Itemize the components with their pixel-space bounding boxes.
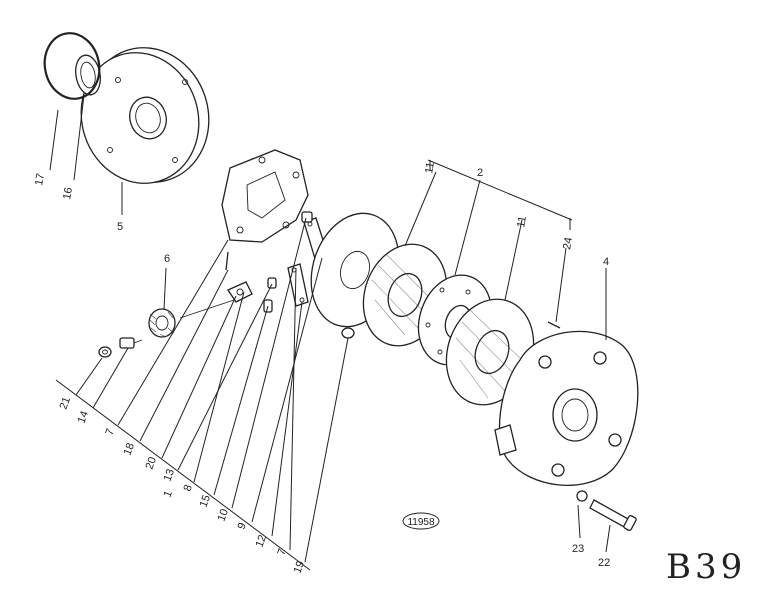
bolt-part-14 — [119, 337, 143, 349]
lever-part-8 — [227, 281, 253, 303]
callout-24: 24 — [561, 236, 575, 250]
callout-6: 6 — [164, 253, 170, 265]
o-ring-part-17 — [43, 32, 101, 100]
leader-lines — [49, 94, 611, 571]
callout-10: 10 — [216, 507, 231, 523]
callout-5: 5 — [117, 221, 123, 233]
callout-20: 20 — [144, 455, 159, 471]
flange-housing-part-5 — [80, 47, 210, 184]
callout-7b: 7 — [276, 547, 289, 557]
callout-19: 19 — [292, 559, 307, 575]
screw-part-10 — [301, 211, 313, 223]
spring-part-20 — [263, 277, 277, 313]
sheet-label: B39 — [666, 547, 746, 587]
shaft-pin — [179, 297, 241, 319]
callout-14: 14 — [76, 409, 91, 425]
nut-part-19 — [341, 327, 355, 339]
callout-4: 4 — [603, 256, 609, 268]
callout-16: 16 — [61, 186, 75, 200]
callout-17: 17 — [33, 172, 47, 186]
gear-part-6 — [148, 308, 176, 338]
callout-12: 12 — [254, 533, 269, 549]
callout-9: 9 — [236, 521, 249, 531]
link-part-12 — [287, 263, 309, 307]
callout-2: 2 — [477, 167, 483, 179]
callout-22: 22 — [598, 557, 610, 569]
callout-labels: 17 16 5 6 21 14 7 18 20 13 1 8 15 10 9 1… — [33, 161, 610, 575]
callout-13: 13 — [162, 467, 177, 483]
callout-21: 21 — [58, 395, 73, 411]
bracket-plate — [221, 149, 309, 243]
callout-15: 15 — [198, 493, 213, 509]
callout-23: 23 — [572, 543, 584, 555]
brake-housing-part-4 — [494, 330, 639, 487]
bolt-part-22 — [589, 499, 637, 532]
callout-8: 8 — [182, 483, 195, 493]
callout-7a: 7 — [104, 427, 117, 437]
screw-part-24 — [547, 321, 561, 329]
callout-18: 18 — [122, 441, 137, 457]
nut-part-21 — [98, 346, 112, 358]
drawing-number: 11958 — [407, 517, 435, 528]
callout-11b: 11 — [515, 215, 529, 228]
drawing-number-tag: 11958 — [402, 512, 440, 530]
washer-part-23 — [576, 490, 588, 502]
pin-part-18 — [225, 251, 229, 271]
callout-1: 1 — [162, 489, 175, 499]
callout-11a: 11 — [423, 161, 437, 174]
